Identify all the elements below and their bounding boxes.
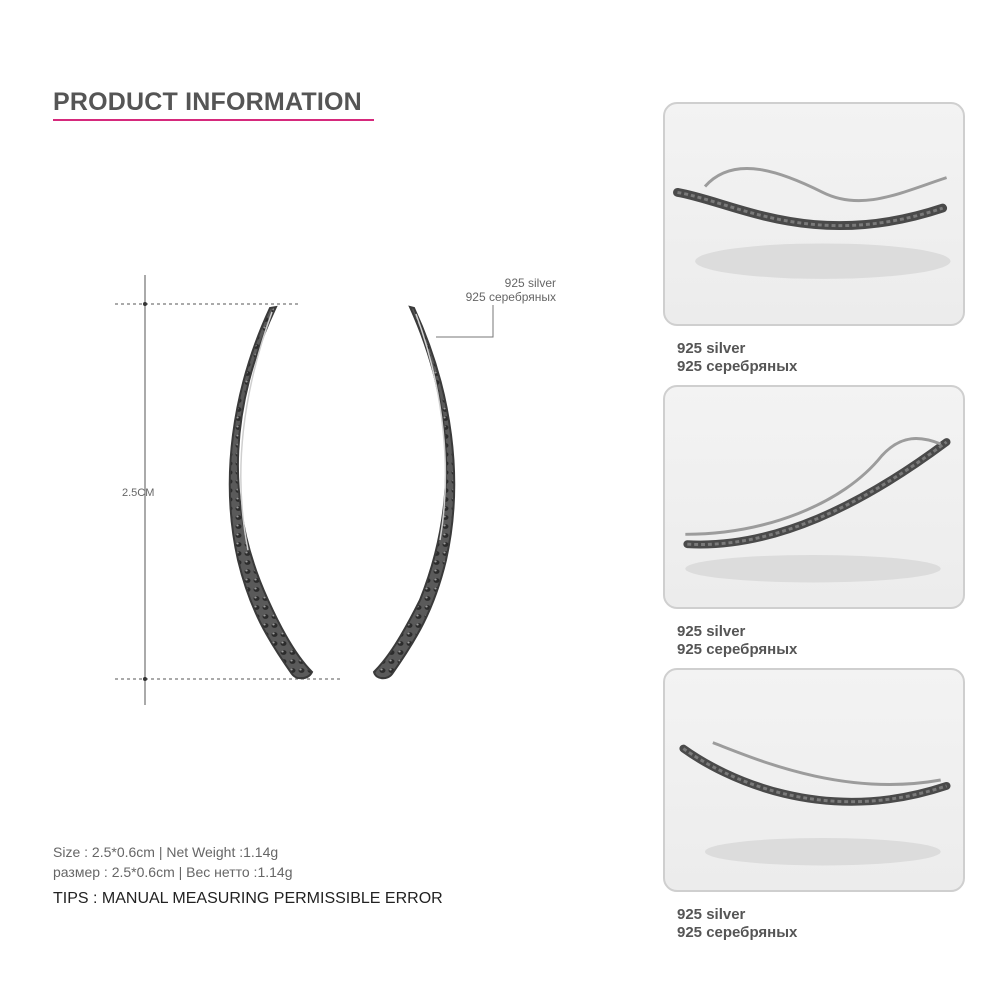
- right-earring: [372, 305, 456, 680]
- caption-3-line2: 925 серебряных: [677, 924, 798, 941]
- product-specs: Size : 2.5*0.6cm | Net Weight :1.14g раз…: [53, 842, 292, 882]
- caption-2-line2: 925 серебряных: [677, 641, 798, 658]
- callout-leader: [436, 305, 494, 338]
- title-underline: [53, 119, 374, 121]
- material-callout: 925 silver 925 серебряных: [432, 276, 556, 304]
- spec-line-russian: размер : 2.5*0.6cm | Вес нетто :1.14g: [53, 864, 293, 880]
- callout-line1: 925 silver: [504, 276, 556, 290]
- measuring-tip: TIPS : MANUAL MEASURING PERMISSIBLE ERRO…: [53, 890, 443, 907]
- caption-2-line1: 925 silver: [677, 623, 746, 640]
- photo-caption-2: 925 silver 925 серебряных: [677, 623, 797, 659]
- caption-1-line1: 925 silver: [677, 340, 746, 357]
- product-photo-2: [663, 385, 965, 609]
- spec-line-english: Size : 2.5*0.6cm | Net Weight :1.14g: [53, 844, 279, 860]
- earring-diagram: [115, 275, 494, 705]
- callout-line2: 925 серебряных: [465, 290, 556, 304]
- product-photo-1: [663, 102, 965, 326]
- left-earring: [228, 305, 314, 680]
- photo-caption-3: 925 silver 925 серебряных: [677, 906, 797, 942]
- caption-1-line2: 925 серебряных: [677, 358, 798, 375]
- page-title: PRODUCT INFORMATION: [53, 88, 362, 116]
- dimension-label: 2.5CM: [122, 487, 155, 499]
- caption-3-line1: 925 silver: [677, 906, 746, 923]
- product-photo-3: [663, 668, 965, 892]
- photo-caption-1: 925 silver 925 серебряных: [677, 340, 797, 376]
